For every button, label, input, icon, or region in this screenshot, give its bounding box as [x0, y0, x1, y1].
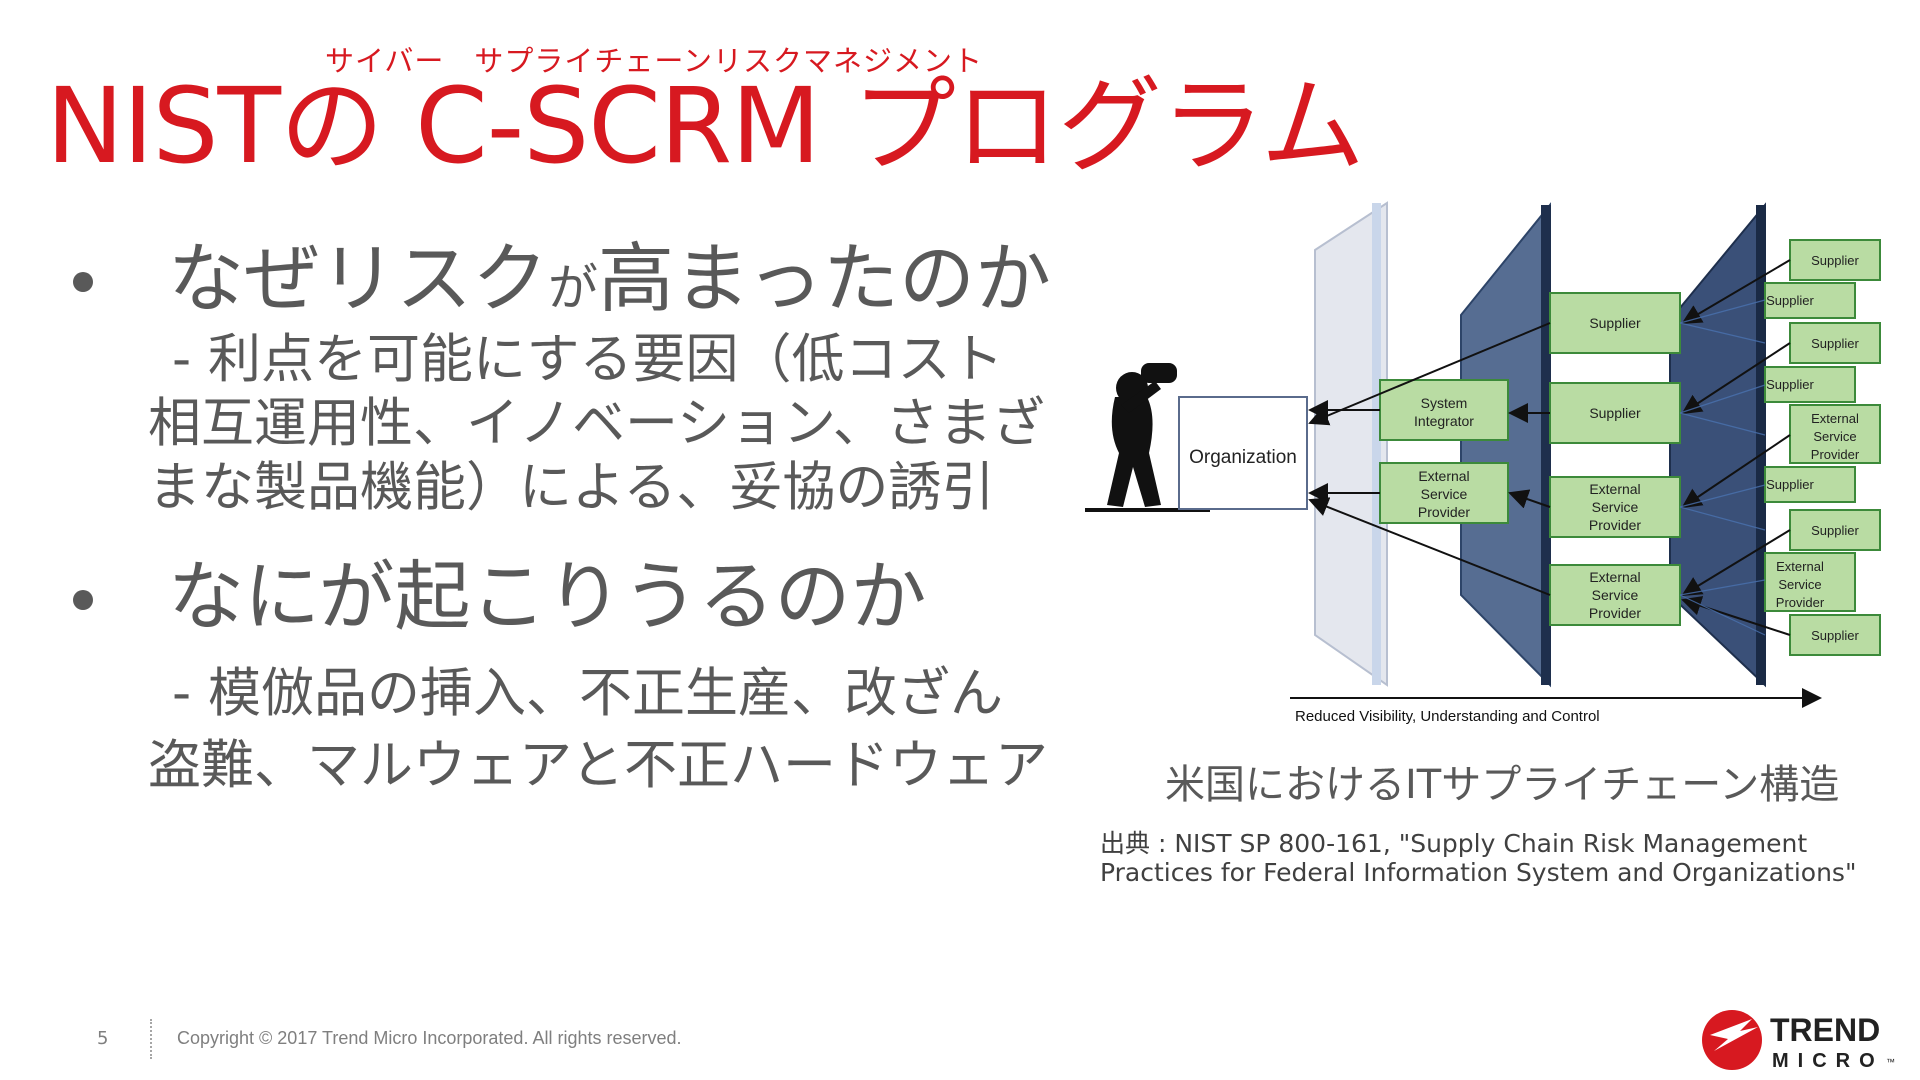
logo-text-micro: MICRO: [1772, 1050, 1884, 1072]
visibility-panel-2-edge: [1541, 205, 1551, 685]
tier3-box-7: Supplier: [1789, 509, 1881, 551]
tier1-box-2: External Service Provider: [1379, 462, 1509, 524]
fan-lines: [1679, 299, 1766, 636]
visibility-panel-2: [1460, 202, 1551, 688]
tier3-box-3-line-1: Supplier: [1811, 336, 1859, 351]
arrows: [1308, 259, 1791, 636]
source-line-1: 出典 : NIST SP 800-161, "Supply Chain Risk…: [1100, 829, 1808, 858]
visibility-panel-1-edge: [1372, 203, 1381, 685]
tier3-box-3: Supplier: [1789, 322, 1881, 364]
bullet-1-heading-c: 高まったのか: [598, 234, 1051, 323]
tier1-box-2-line-2: Service: [1421, 486, 1468, 502]
organization-label: Organization: [1189, 447, 1297, 468]
tier3-box-7-line-1: Supplier: [1811, 523, 1859, 538]
tier3-box-9-line-1: Supplier: [1811, 628, 1859, 643]
tier3-box-8-line-1: External: [1776, 559, 1824, 574]
tier2-box-4-line-3: Provider: [1589, 605, 1641, 621]
tier3-box-9: Supplier: [1789, 614, 1881, 656]
tier2-box-3-line-2: Service: [1592, 499, 1639, 515]
copyright: Copyright © 2017 Trend Micro Incorporate…: [177, 1028, 682, 1048]
tier2-box-3: External Service Provider: [1549, 476, 1681, 538]
tier3-box-5: External Service Provider: [1789, 404, 1881, 464]
tier2-box-4-line-2: Service: [1592, 587, 1639, 603]
tier3-box-2: Supplier: [1764, 282, 1856, 319]
tier1-box-2-line-1: External: [1418, 468, 1469, 484]
tier2-box-3-line-1: External: [1589, 481, 1640, 497]
tier3-box-4-line-1: Supplier: [1766, 377, 1814, 392]
footer-divider: [150, 1019, 152, 1059]
page-number: 5: [97, 1028, 109, 1049]
bullet-1-heading: なぜリスクが高まったのか: [168, 234, 1051, 333]
tier3-box-6: Supplier: [1764, 466, 1856, 503]
bullet-2-sub-2: 盗難、マルウェアと不正ハードウェア: [148, 735, 1048, 796]
tier3-box-8: External Service Provider: [1764, 552, 1856, 612]
bullet-1-heading-b: が: [548, 259, 598, 317]
tier3-box-4: Supplier: [1764, 366, 1856, 403]
title-ruby: サイバー サプライチェーンリスクマネジメント: [325, 44, 983, 78]
logo-text-trend: TREND: [1770, 1012, 1880, 1048]
bullet-1-sub-3: まな製品機能）による、妥協の誘引: [148, 457, 995, 518]
supply-chain-diagram: Organization System Integrator External …: [1085, 201, 1881, 725]
tier2-box-1: Supplier: [1549, 292, 1681, 354]
source-line-2: Practices for Federal Information System…: [1100, 858, 1857, 887]
bullet-dot-2: [73, 590, 93, 610]
tier3-box-5-line-2: Service: [1813, 429, 1856, 444]
tier2-box-3-line-3: Provider: [1589, 517, 1641, 533]
tier1-box-2-line-3: Provider: [1418, 504, 1470, 520]
logo-trademark: ™: [1886, 1057, 1895, 1067]
visibility-axis-label: Reduced Visibility, Understanding and Co…: [1295, 708, 1600, 725]
tier3-box-1-line-1: Supplier: [1811, 253, 1859, 268]
tier3-box-1: Supplier: [1789, 239, 1881, 281]
tier3-box-2-line-1: Supplier: [1766, 293, 1814, 308]
bullet-2-sub-1: - 模倣品の挿入、不正生産、改ざん: [172, 663, 1003, 724]
bullet-2-heading: なにが起こりうるのか: [168, 552, 927, 641]
tier3-box-5-line-1: External: [1811, 411, 1859, 426]
bullet-1-sub-2: 相互運用性、イノベーション、さまざ: [148, 393, 1045, 454]
tier1-box-1: System Integrator: [1379, 379, 1509, 441]
slide-title: NISTの C-SCRM プログラム: [46, 65, 1365, 187]
bullet-dot-1: [73, 272, 93, 292]
tier2-box-4: External Service Provider: [1549, 564, 1681, 626]
tier3-box-8-line-2: Service: [1778, 577, 1821, 592]
tier3-box-8-line-3: Provider: [1776, 595, 1825, 610]
tier1-box-1-line-1: System: [1421, 395, 1468, 411]
organization-box: [1178, 396, 1308, 510]
source-citation: 出典 : NIST SP 800-161, "Supply Chain Risk…: [1100, 829, 1856, 887]
tier3-box-6-line-1: Supplier: [1766, 477, 1814, 492]
observer-figure-icon: [1085, 363, 1210, 512]
visibility-panel-3-edge: [1756, 205, 1766, 685]
trend-micro-logo: TREND MICRO ™: [1702, 1010, 1895, 1072]
bullet-1-heading-a: なぜリスク: [168, 234, 548, 323]
bullet-1-sub-1: - 利点を可能にする要因（低コスト: [172, 329, 1004, 390]
tier2-box-4-line-1: External: [1589, 569, 1640, 585]
tier2-box-2: Supplier: [1549, 382, 1681, 444]
diagram-caption: 米国におけるITサプライチェーン構造: [1165, 762, 1840, 808]
tier1-box-1-line-2: Integrator: [1414, 413, 1474, 429]
tier2-box-1-line-1: Supplier: [1589, 315, 1641, 331]
tier2-box-2-line-1: Supplier: [1589, 405, 1641, 421]
tier3-box-5-line-3: Provider: [1811, 447, 1860, 462]
